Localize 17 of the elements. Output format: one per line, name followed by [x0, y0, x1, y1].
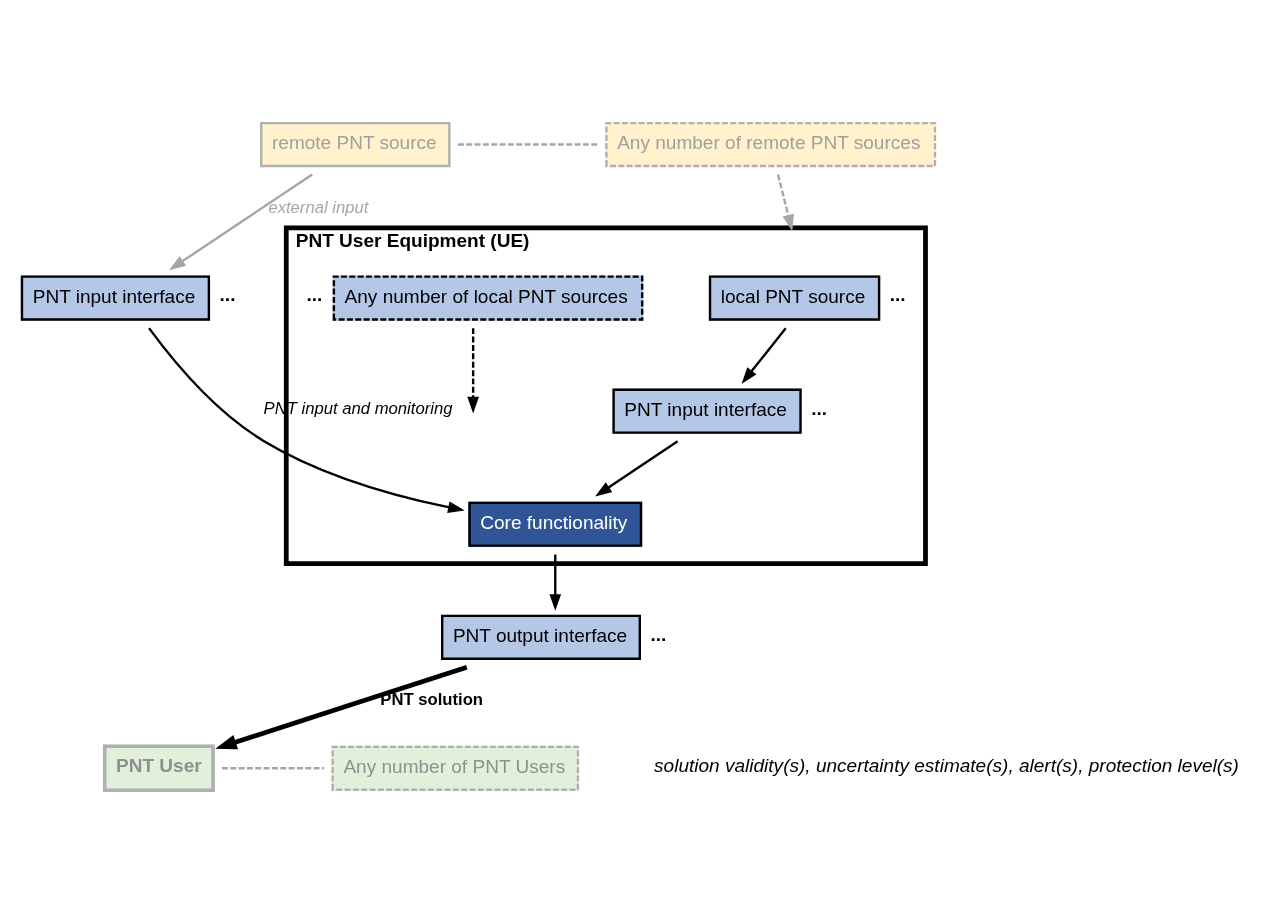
arrow — [549, 554, 562, 611]
arrow — [776, 173, 794, 231]
node-label: ... — [811, 397, 828, 418]
edge-label: external input — [268, 197, 369, 217]
arrow — [595, 439, 679, 496]
arrow — [467, 327, 479, 413]
arrow — [215, 664, 468, 749]
label: solution validity(s), uncertainty estimate(s), alert(s), protection level(s) — [654, 754, 1239, 776]
connector — [457, 142, 598, 146]
arrow — [741, 327, 787, 384]
node-label: ... — [889, 283, 906, 305]
arrow — [148, 326, 465, 513]
node-label: ... — [650, 623, 667, 645]
arrow — [169, 173, 313, 270]
node-label: ... — [219, 283, 236, 305]
connector — [222, 766, 325, 769]
node-label: ... — [306, 283, 323, 305]
